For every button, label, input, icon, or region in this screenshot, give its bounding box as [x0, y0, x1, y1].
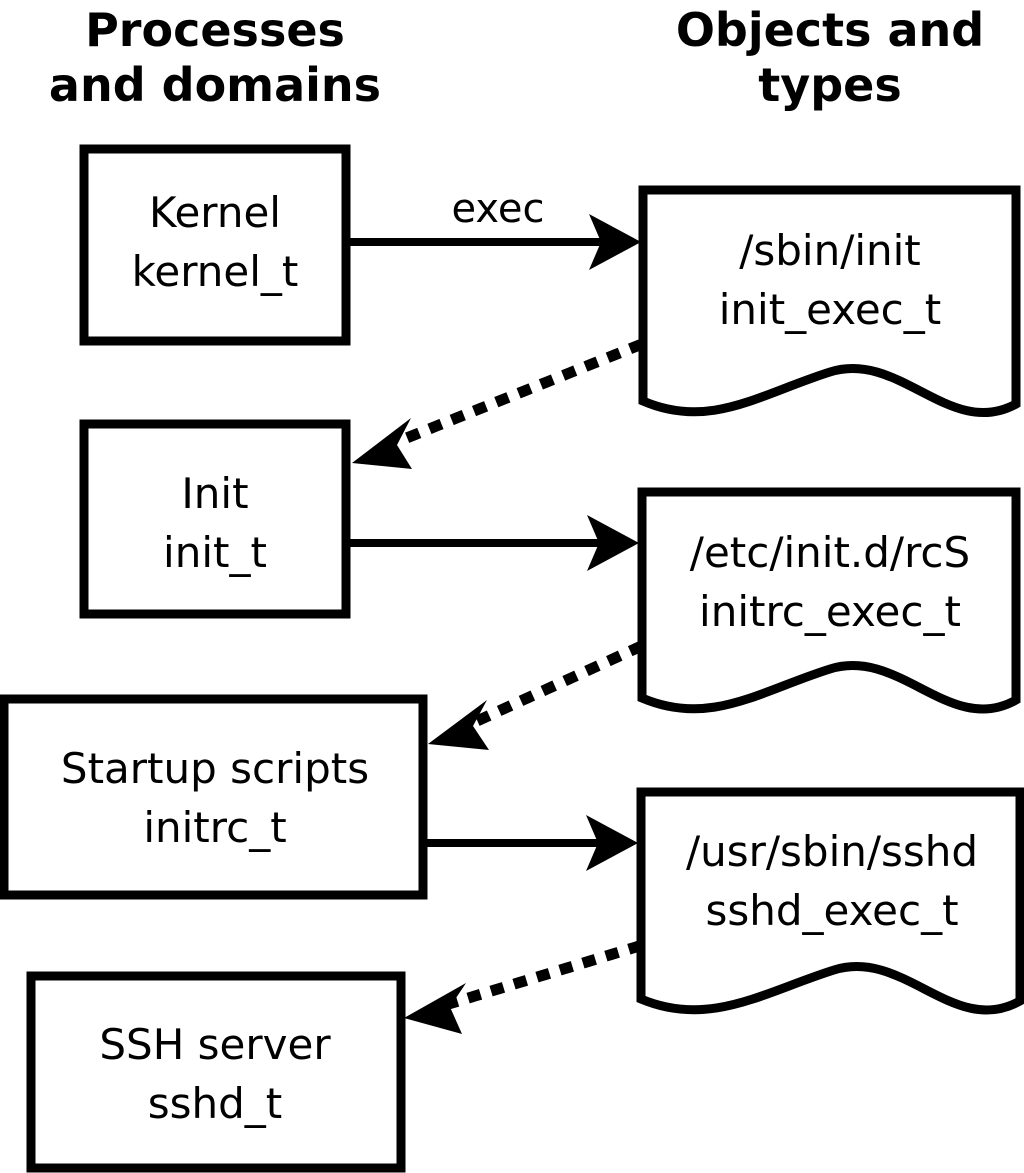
node-sshd_exec-line2: sshd_exec_t [705, 886, 958, 935]
node-init-line1: Init [181, 469, 248, 518]
node-initrc_exec-document[interactable] [637, 487, 1021, 714]
node-initrc-line2: initrc_t [143, 803, 286, 852]
node-initrc[interactable]: Startup scripts initrc_t [0, 694, 428, 900]
edge-init-exec-initrc_exec [348, 515, 639, 571]
edge-label-exec: exec [452, 186, 545, 232]
node-sshd-line2: sshd_t [148, 1079, 283, 1128]
arrowhead [352, 418, 412, 469]
edge-line [445, 940, 643, 1010]
node-sshd-box[interactable] [26, 971, 406, 1173]
arrowhead [586, 815, 638, 871]
node-init_exec-document[interactable] [638, 185, 1021, 418]
node-kernel-line1: Kernel [149, 188, 281, 237]
column-header-left: Processes and domains [49, 3, 381, 112]
node-init_exec[interactable]: /sbin/init init_exec_t [638, 185, 1021, 418]
edge-initrc-exec-sshd_exec [427, 815, 638, 871]
node-init-box[interactable] [79, 419, 351, 619]
edge-initrc_exec-to-initrc [428, 640, 645, 750]
edge-sshd_exec-to-sshd [404, 940, 643, 1034]
node-init_exec-line1: /sbin/init [739, 226, 921, 275]
node-kernel[interactable]: Kernel kernel_t [79, 144, 351, 346]
edge-kernel-exec-init_exec: exec [348, 186, 641, 270]
column-header-left-line1: Processes [85, 3, 345, 57]
node-sshd_exec[interactable]: /usr/sbin/sshd sshd_exec_t [636, 787, 1024, 1015]
node-init_exec-line2: init_exec_t [719, 285, 942, 334]
node-initrc_exec-line1: /etc/init.d/rcS [690, 528, 970, 577]
column-header-right: Objects and types [676, 3, 984, 112]
node-initrc_exec[interactable]: /etc/init.d/rcS initrc_exec_t [637, 487, 1021, 714]
node-initrc-box[interactable] [0, 694, 428, 900]
column-header-right-line1: Objects and [676, 3, 984, 57]
edge-init_exec-to-init [352, 338, 645, 469]
edge-line [469, 640, 645, 729]
node-initrc-line1: Startup scripts [61, 744, 369, 793]
arrowhead [428, 700, 489, 750]
arrowhead [587, 515, 639, 571]
arrowhead [404, 983, 466, 1034]
node-initrc_exec-line2: initrc_exec_t [699, 587, 961, 636]
arrowhead [589, 214, 641, 270]
node-sshd[interactable]: SSH server sshd_t [26, 971, 406, 1173]
node-init[interactable]: Init init_t [79, 419, 351, 619]
node-sshd-line1: SSH server [99, 1020, 331, 1069]
node-sshd_exec-line1: /usr/sbin/sshd [686, 827, 978, 876]
edge-line [391, 338, 645, 449]
node-kernel-line2: kernel_t [132, 247, 299, 296]
node-sshd_exec-document[interactable] [636, 787, 1024, 1015]
column-header-right-line2: types [758, 58, 901, 112]
node-init-line2: init_t [163, 528, 267, 577]
node-kernel-box[interactable] [79, 144, 351, 346]
column-header-left-line2: and domains [49, 58, 381, 112]
